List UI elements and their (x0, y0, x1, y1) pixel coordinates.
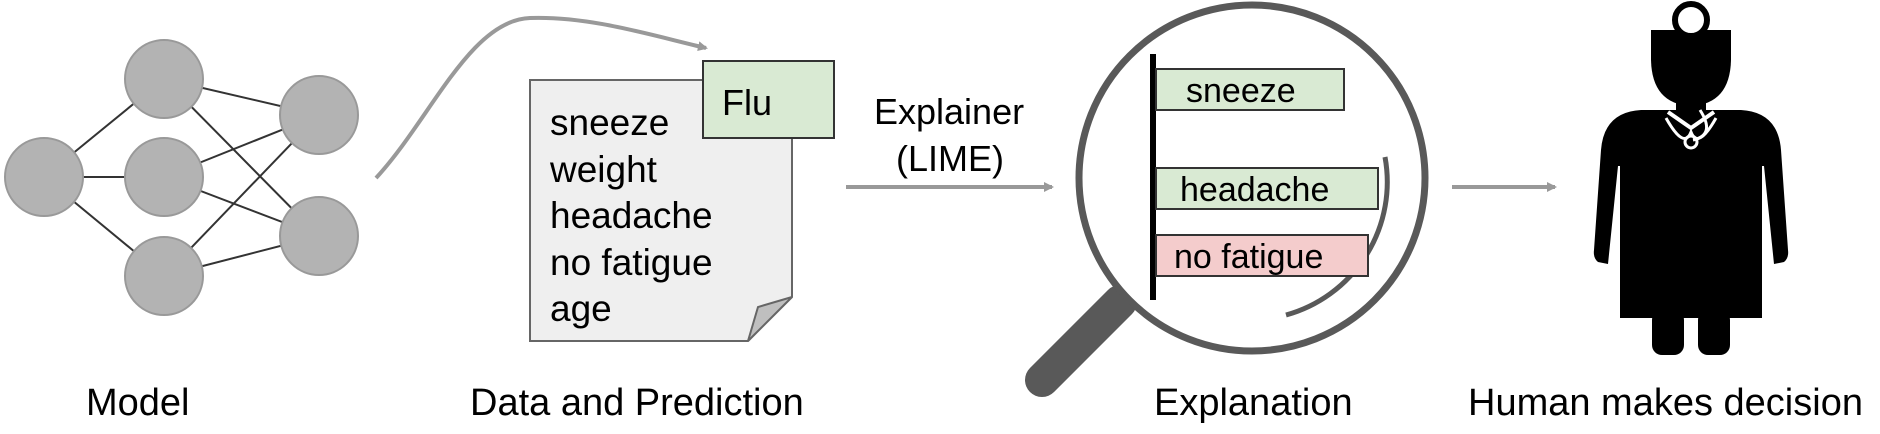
prediction-arrow (374, 15, 708, 180)
explainer-label: Explainer (874, 91, 1025, 132)
document-icon (529, 79, 793, 342)
bar-label-sneeze: sneeze (1186, 72, 1296, 110)
prediction-label: Flu (722, 82, 773, 123)
feature-line: weight (550, 149, 657, 190)
bar-label-no-fatigue: no fatigue (1174, 238, 1324, 276)
hidden-node (124, 236, 204, 316)
hidden-node (124, 39, 204, 119)
bar-headache (1155, 167, 1379, 210)
caption-explanation: Explanation (1154, 382, 1353, 424)
feature-line: headache (550, 195, 713, 236)
feature-line: no fatigue (550, 242, 713, 283)
explainer-sublabel: (LIME) (896, 138, 1004, 179)
input-node (4, 137, 84, 217)
caption-data-prediction: Data and Prediction (470, 382, 804, 424)
bar-label-headache: headache (1180, 171, 1330, 209)
feature-line: sneeze (550, 102, 670, 143)
output-node (279, 75, 359, 155)
feature-line: age (550, 288, 612, 329)
output-node (279, 196, 359, 276)
caption-human: Human makes decision (1468, 382, 1863, 424)
neural-network-icon (4, 39, 359, 316)
prediction-box (702, 60, 835, 139)
bar-sneeze (1155, 68, 1345, 111)
hidden-node (124, 137, 204, 217)
doctor-icon (1593, 1, 1789, 355)
caption-model: Model (86, 382, 190, 424)
bar-no-fatigue (1155, 234, 1369, 277)
